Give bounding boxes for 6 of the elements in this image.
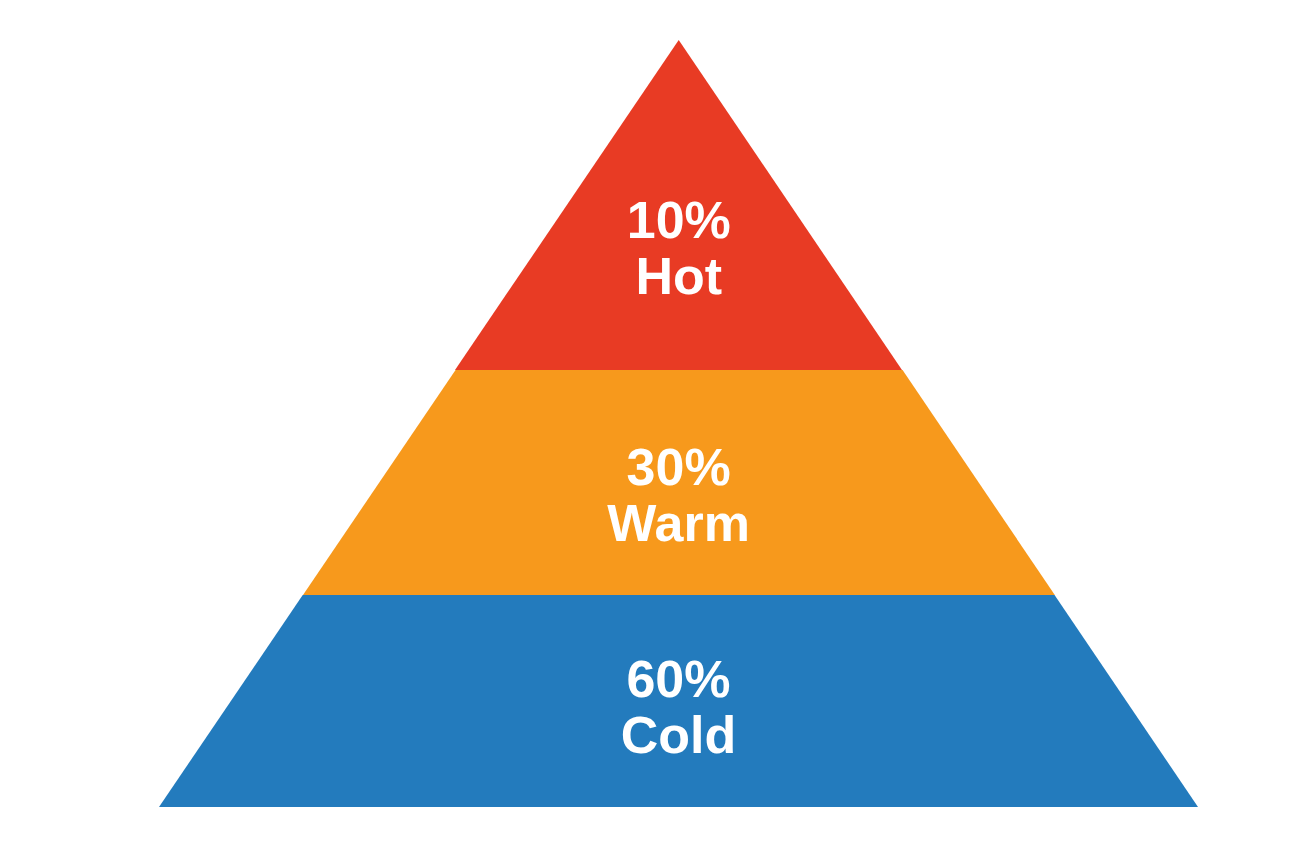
tier-label: Cold [620,707,737,763]
percentage-label: 30% [626,439,731,495]
percentage-label: 60% [626,651,731,707]
tier-label: Warm [607,495,750,551]
tier-label: Hot [635,248,723,304]
percentage-label: 10% [626,192,731,248]
